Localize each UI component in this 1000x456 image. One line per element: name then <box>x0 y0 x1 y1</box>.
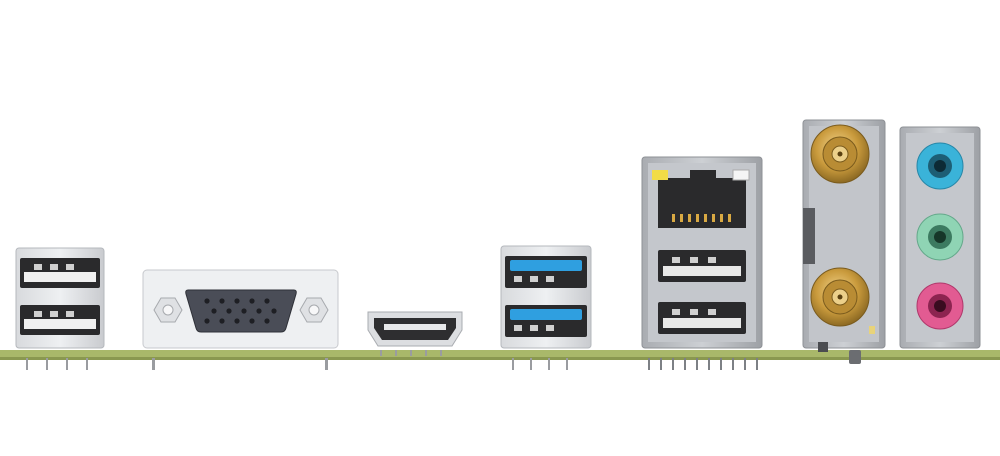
antenna-led-icon <box>869 326 875 334</box>
lan-usb-port-stack <box>641 156 763 370</box>
antenna-connector-bottom[interactable] <box>810 267 870 327</box>
lan-usb-port-bottom[interactable] <box>658 302 746 334</box>
audio-jack-mic[interactable] <box>916 282 964 330</box>
usb2-port-bottom[interactable] <box>20 305 100 335</box>
usb3-port-stack <box>500 245 592 370</box>
audio-jack-line-out[interactable] <box>916 213 964 261</box>
usb2-port-top[interactable] <box>20 258 100 288</box>
usb2-port-stack <box>15 247 105 370</box>
usb3-port-bottom[interactable] <box>505 305 587 337</box>
vga-port[interactable] <box>142 269 339 370</box>
usb3-port-top[interactable] <box>505 256 587 288</box>
ethernet-port[interactable] <box>652 169 750 228</box>
pcb-board <box>0 350 1000 360</box>
lan-usb-port-top[interactable] <box>658 250 746 282</box>
hdmi-port[interactable] <box>367 311 463 356</box>
antenna-connector-top[interactable] <box>810 124 870 184</box>
lan-led-white-icon <box>732 169 750 181</box>
audio-jack-panel <box>899 126 981 349</box>
bracket-clip <box>803 208 815 264</box>
audio-jack-line-in[interactable] <box>916 142 964 190</box>
lan-led-yellow-icon <box>652 170 668 180</box>
wifi-antenna-bracket <box>802 119 886 364</box>
